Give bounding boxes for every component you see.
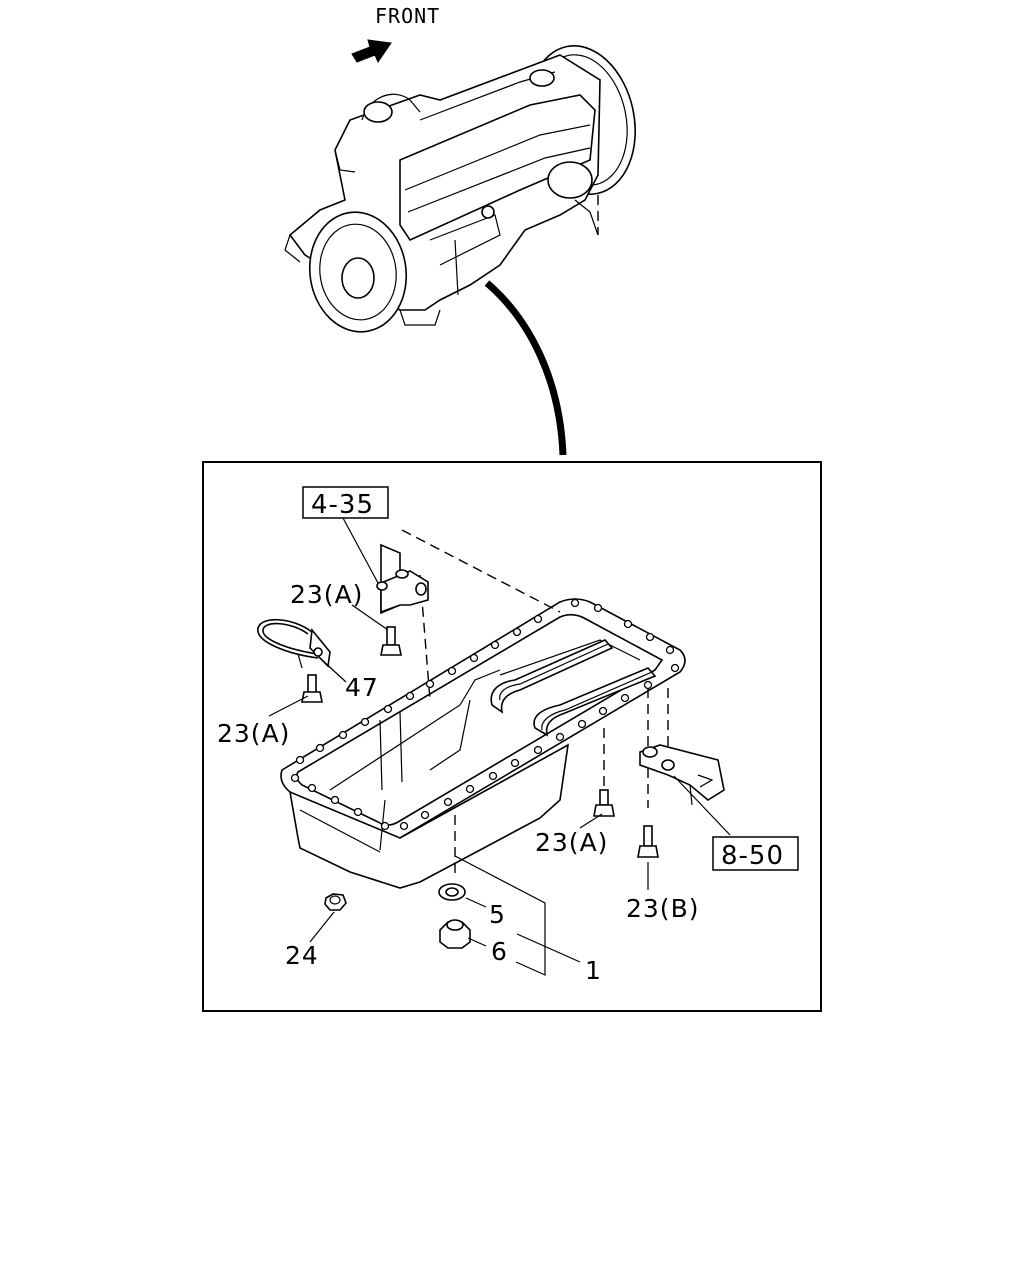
reference-label: 4-35: [311, 490, 374, 520]
callout-23a-right: 23(A): [535, 828, 608, 857]
callout-5: 5: [489, 900, 506, 929]
bracket-part-8-50: [639, 744, 725, 806]
drain-plug-part-6: [439, 919, 471, 949]
callout-leaders: [268, 517, 731, 976]
alignment-line: [401, 529, 561, 613]
bolt-23a-top: [380, 626, 402, 656]
callout-23a-left: 23(A): [217, 719, 290, 748]
callout-23a-top: 23(A): [290, 580, 363, 609]
reference-box-8-50[interactable]: 8-50: [712, 836, 799, 871]
nut-part-24: [324, 893, 347, 911]
front-label: FRONT: [375, 4, 440, 28]
bolt-23b: [637, 825, 659, 858]
washer-part-5: [438, 883, 466, 901]
bolt-23a-right: [593, 789, 615, 817]
callout-6: 6: [491, 937, 508, 966]
callout-1: 1: [585, 956, 602, 985]
front-arrow-icon: [351, 39, 392, 64]
clamp-part-47: [257, 618, 331, 669]
reference-label: 8-50: [721, 841, 784, 871]
callout-23b: 23(B): [626, 894, 699, 923]
reference-box-4-35[interactable]: 4-35: [302, 486, 389, 520]
engine-illustration: [284, 45, 637, 333]
callout-47: 47: [345, 673, 379, 702]
detail-frame: [202, 461, 822, 1012]
bracket-part: [376, 543, 429, 615]
detail-leader-line: [484, 280, 567, 456]
oil-pan-illustration: [280, 598, 686, 889]
callout-24: 24: [285, 941, 319, 970]
